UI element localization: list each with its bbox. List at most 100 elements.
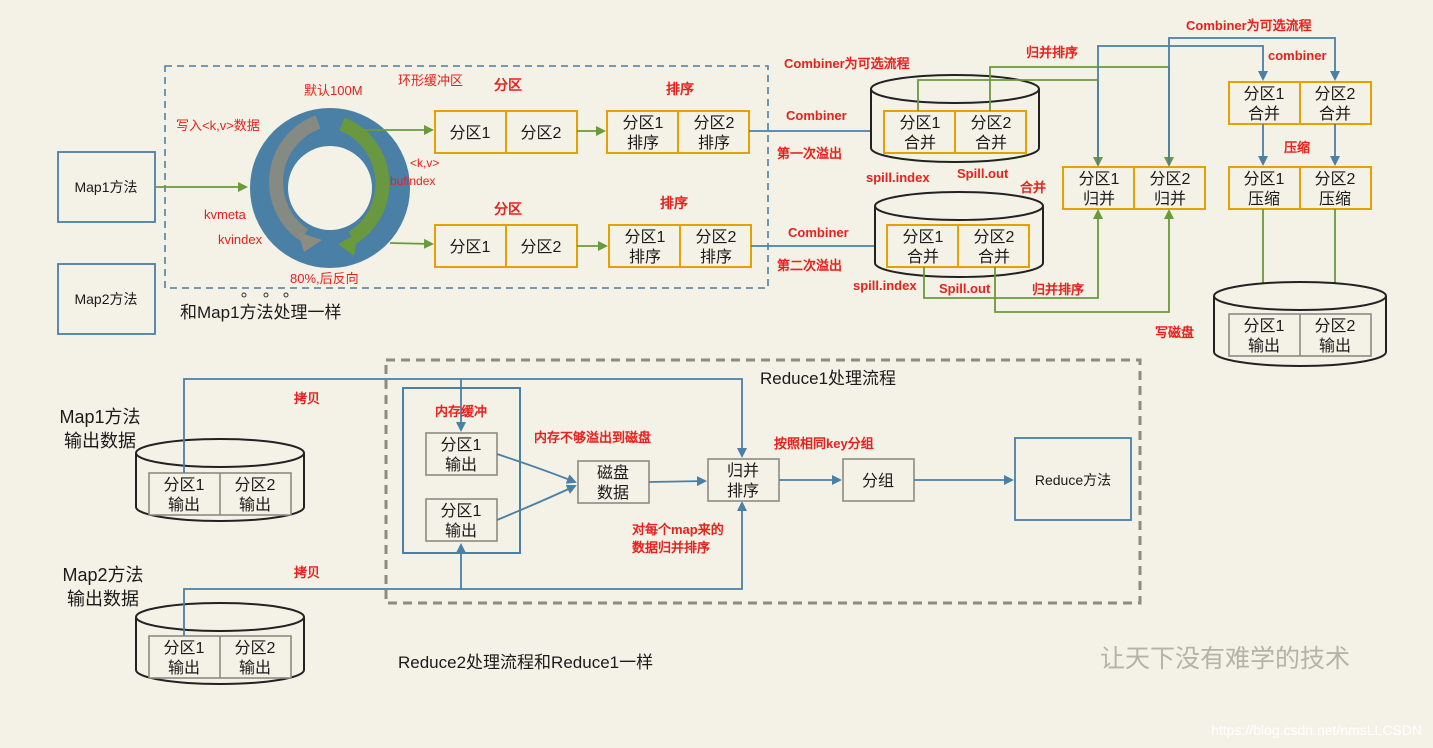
row2-p2-sort-b: 排序 (700, 248, 732, 266)
rmsort-a: 归并 (727, 462, 759, 480)
combiner-optional-label: Combiner为可选流程 (784, 56, 910, 71)
spill-out-2: Spill.out (939, 281, 991, 296)
m1out-p2-a: 分区2 (235, 476, 276, 494)
map2-box (57, 263, 156, 335)
m2out-p2-b: 输出 (239, 659, 271, 677)
mapout-p1-b: 输出 (1248, 337, 1280, 355)
calligraphy-watermark: 让天下没有难学的技术 (1100, 645, 1350, 673)
sort-title-2: 排序 (660, 195, 688, 211)
copy-label-1: 拷贝 (294, 391, 320, 406)
merge-label: 合并 (1020, 180, 1046, 195)
second-spill-label: 第二次溢出 (777, 258, 842, 273)
mapout-p2-a: 分区2 (1315, 317, 1356, 335)
mapout-p1-a: 分区1 (1244, 317, 1285, 335)
row1-p1: 分区1 (450, 124, 491, 142)
group-by-key-label: 按照相同key分组 (774, 436, 874, 451)
row2-p1-sort-b: 排序 (629, 248, 661, 266)
bufindex-label: bufindex (390, 174, 435, 188)
first-spill-label: 第一次溢出 (777, 146, 842, 161)
map-side: Map1方法 Map2方法 和Map1方法处理一样 环形缓冲区 默认100M 写… (57, 18, 1387, 367)
map2-note: 和Map1方法处理一样 (180, 303, 342, 322)
row1-p2-sort-a: 分区2 (694, 114, 735, 132)
row2-p2-sort-a: 分区2 (696, 228, 737, 246)
row2-p2: 分区2 (521, 238, 562, 256)
map1-output-drum: 分区1 输出 分区2 输出 (135, 438, 305, 522)
copy-label-2: 拷贝 (294, 565, 320, 580)
kvindex-label: kvindex (218, 232, 263, 247)
m1out-p1-a: 分区1 (164, 476, 205, 494)
spill-drum-1: 分区1 合并 分区2 合并 (870, 74, 1040, 163)
disk-a: 磁盘 (597, 463, 629, 482)
spill2-p1-a: 分区1 (903, 228, 944, 246)
spill2-p1-b: 合并 (907, 248, 939, 266)
map2-output-b: 输出数据 (67, 589, 139, 609)
mapout-p2-b: 输出 (1319, 337, 1351, 355)
zip-p2-a: 分区2 (1315, 170, 1356, 188)
combiner-label-1: Combiner (786, 108, 847, 123)
m1out-p1-b: 输出 (168, 496, 200, 514)
msort-p1-a: 分区1 (1079, 170, 1120, 188)
m2out-p1-a: 分区1 (164, 639, 205, 657)
map1-output-a: Map1方法 (59, 407, 140, 427)
combiner-small-label: combiner (1268, 48, 1327, 63)
merge-sort-label-2: 归并排序 (1032, 282, 1084, 297)
row2-p1-sort-a: 分区1 (625, 228, 666, 246)
msort-p1-b: 归并 (1083, 190, 1115, 208)
map2-output-drum: 分区1 输出 分区2 输出 (135, 602, 305, 685)
mem1-a: 分区1 (441, 436, 482, 454)
combiner-label-2: Combiner (788, 225, 849, 240)
group-label: 分组 (862, 472, 894, 490)
reduce1-title: Reduce1处理流程 (760, 369, 896, 388)
reduce-method-box (1014, 437, 1132, 521)
spill-out-1: Spill.out (957, 166, 1009, 181)
spill1-p1-a: 分区1 (900, 114, 941, 132)
zip-p1-a: 分区1 (1244, 170, 1285, 188)
m2out-p1-b: 输出 (168, 659, 200, 677)
mem-buffer-label: 内存缓冲 (435, 404, 487, 419)
m1out-p2-b: 输出 (239, 496, 271, 514)
kv-label: <k,v> (410, 156, 439, 170)
reduce2-note: Reduce2处理流程和Reduce1一样 (398, 653, 653, 672)
reduce-side: Reduce1处理流程 Map1方法 输出数据 分区1 输出 分区2 输出 Ma… (59, 358, 1142, 685)
write-kv-label: 写入<k,v>数据 (176, 118, 260, 133)
kvmeta-label: kvmeta (204, 207, 247, 222)
default-size-label: 默认100M (304, 83, 363, 98)
comb-p1-b: 合并 (1248, 105, 1280, 123)
combiner-optional-label-2: Combiner为可选流程 (1186, 18, 1312, 33)
m2out-p2-a: 分区2 (235, 639, 276, 657)
memory-buffer (402, 387, 521, 554)
mem-spill-label: 内存不够溢出到磁盘 (534, 430, 651, 445)
comb-p2-b: 合并 (1319, 105, 1351, 123)
sort-title-1: 排序 (666, 81, 694, 97)
zip-p2-b: 压缩 (1319, 190, 1351, 208)
map1-output-b: 输出数据 (64, 431, 136, 451)
reduce1-area (384, 358, 1142, 605)
merge-each-map-a: 对每个map来的 (632, 522, 724, 537)
reduce-method-label: Reduce方法 (1035, 472, 1111, 488)
partition-title-2: 分区 (494, 201, 522, 217)
compress-label: 压缩 (1284, 140, 1310, 155)
spill1-p2-a: 分区2 (971, 114, 1012, 132)
mem1-b: 输出 (445, 456, 477, 474)
msort-p2-a: 分区2 (1150, 170, 1191, 188)
comb-p1-a: 分区1 (1244, 85, 1285, 103)
spill1-p2-b: 合并 (975, 134, 1007, 152)
write-disk-label: 写磁盘 (1155, 325, 1194, 340)
merge-sort-label-1: 归并排序 (1026, 45, 1078, 60)
map-output-drum: 分区1 输出 分区2 输出 (1213, 281, 1387, 367)
reverse-label: 80%,后反向 (290, 271, 359, 286)
row1-p1-sort-b: 排序 (627, 134, 659, 152)
spill-drum-2: 分区1 合并 分区2 合并 (874, 191, 1044, 278)
map-task-area (164, 65, 769, 289)
zip-p1-b: 压缩 (1248, 190, 1280, 208)
rmsort-b: 排序 (727, 482, 759, 500)
map1-label: Map1方法 (74, 179, 137, 195)
row1-p2-sort-b: 排序 (698, 134, 730, 152)
msort-p2-b: 归并 (1154, 190, 1186, 208)
merge-each-map-b: 数据归并排序 (632, 540, 710, 555)
row1-p2: 分区2 (521, 124, 562, 142)
spill-index-2: spill.index (853, 278, 917, 293)
map2-label: Map2方法 (74, 291, 137, 307)
spill2-p2-a: 分区2 (974, 228, 1015, 246)
